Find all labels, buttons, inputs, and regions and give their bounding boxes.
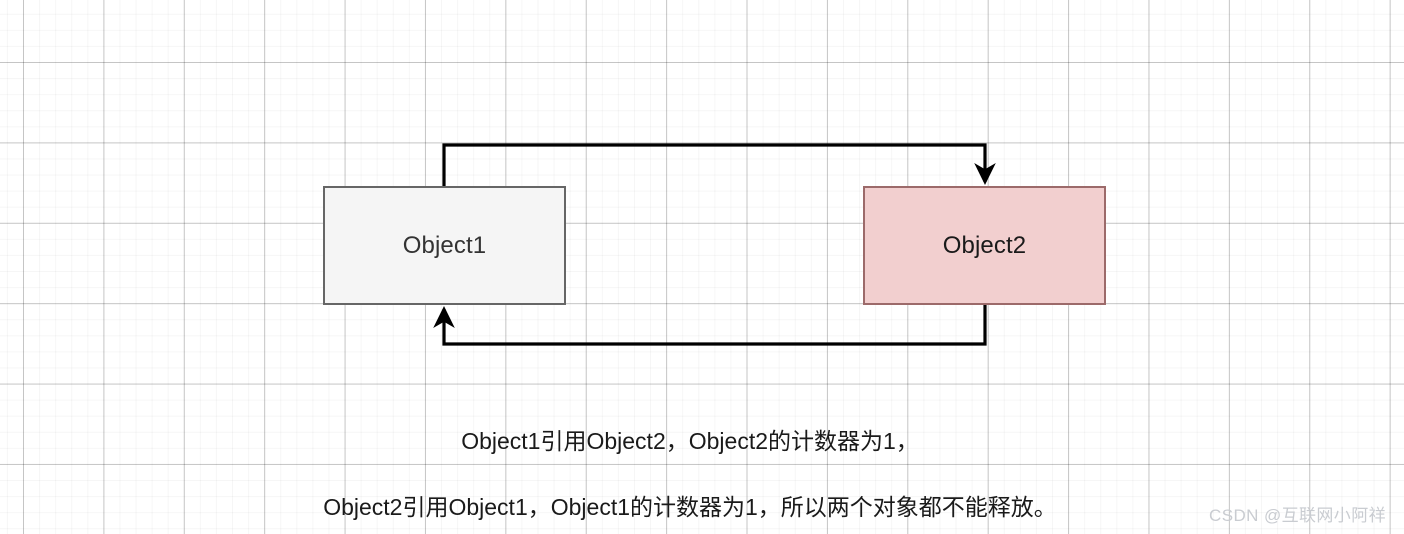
caption-line-2: Object2引用Object1，Object1的计数器为1，所以两个对象都不能… — [323, 494, 1057, 520]
node-object2[interactable]: Object2 — [863, 186, 1106, 305]
node-object1[interactable]: Object1 — [323, 186, 566, 305]
edge-object2-to-object1 — [433, 305, 987, 346]
diagram-caption: Object1引用Object2，Object2的计数器为1， Object2引… — [0, 392, 1380, 534]
watermark: CSDN @互联网小阿祥 — [1209, 506, 1386, 525]
node-object1-label: Object1 — [402, 231, 487, 259]
caption-line-1: Object1引用Object2，Object2的计数器为1， — [461, 428, 919, 454]
edge-object1-to-object2 — [442, 143, 996, 186]
node-object2-label: Object2 — [942, 231, 1027, 259]
